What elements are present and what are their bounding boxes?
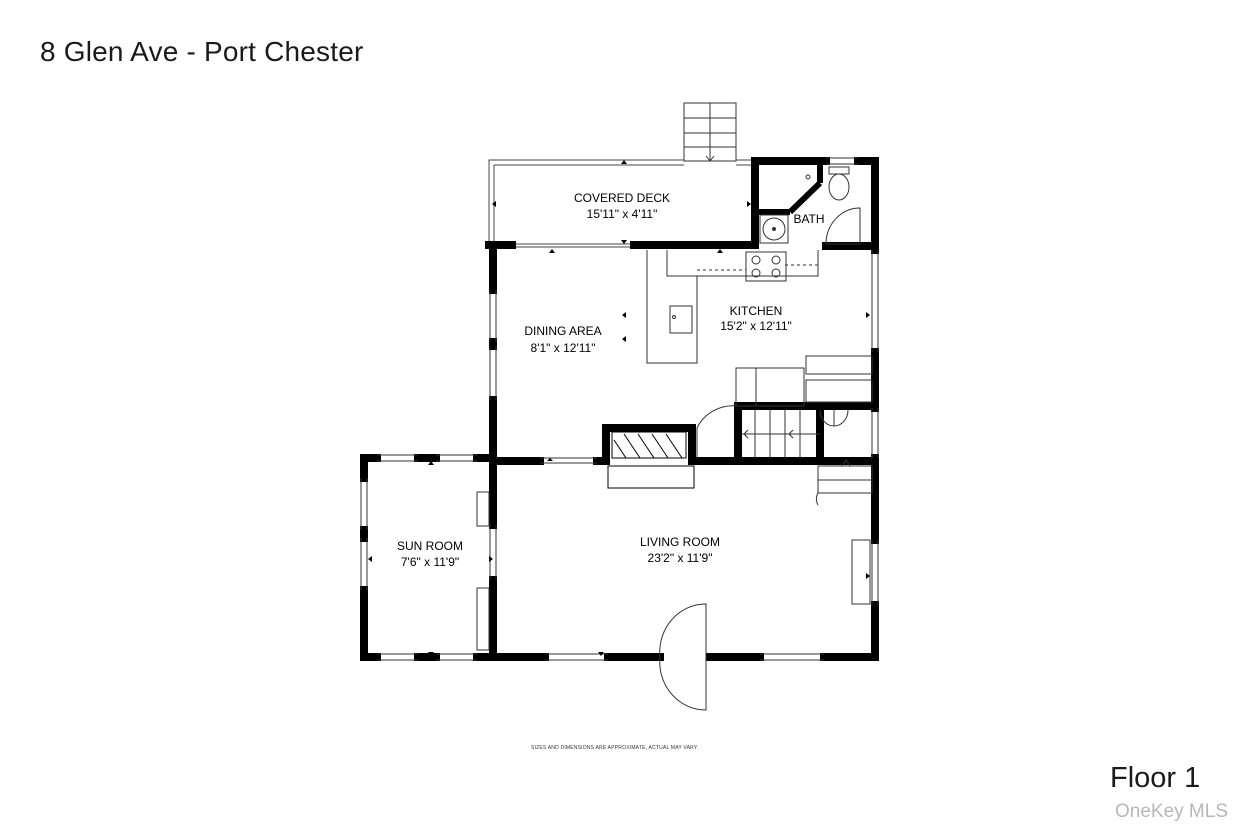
dining-area-dims: 8'1" x 12'11"	[531, 341, 596, 355]
kitchen-name: KITCHEN	[730, 304, 783, 318]
living-room-dims: 23'2" x 11'9"	[648, 551, 713, 565]
sun-room-dims: 7'6" x 11'9"	[401, 555, 459, 569]
page-title: 8 Glen Ave - Port Chester	[40, 36, 364, 67]
back-stairs	[683, 102, 737, 162]
kitchen-dims: 15'2" x 12'11"	[720, 319, 792, 333]
sun-room-name: SUN ROOM	[397, 539, 463, 553]
kitchen-cabinets	[646, 250, 873, 458]
fireplace	[607, 431, 695, 489]
windows	[360, 157, 879, 661]
bath-name: BATH	[793, 212, 824, 226]
bath-fixtures	[759, 165, 861, 245]
exterior-walls	[360, 157, 879, 661]
covered-deck-name: COVERED DECK	[574, 191, 670, 205]
door-markers	[368, 160, 870, 656]
covered-deck-dims: 15'11" x 4'11"	[587, 207, 658, 221]
living-room-fixtures	[476, 491, 871, 711]
watermark: OneKey MLS	[1115, 801, 1228, 822]
disclaimer: SIZES AND DIMENSIONS ARE APPROXIMATE, AC…	[531, 745, 699, 751]
interior-stairs	[742, 409, 873, 506]
floor-label: Floor 1	[1110, 762, 1201, 794]
living-room-name: LIVING ROOM	[640, 535, 720, 549]
covered-deck-outline	[488, 159, 751, 248]
dining-area-name: DINING AREA	[524, 324, 601, 338]
